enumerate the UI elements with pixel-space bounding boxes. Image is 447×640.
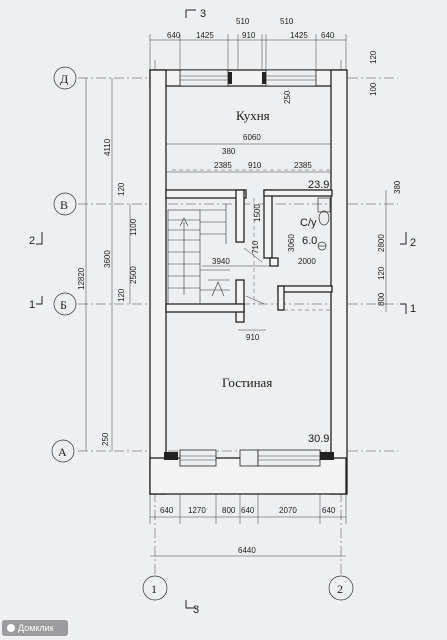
dim-250-north: 250 bbox=[283, 90, 292, 104]
dim-left-2500: 2500 bbox=[129, 266, 138, 284]
left-dimensions: 12820 4110 3600 120 120 250 1100 2500 bbox=[77, 78, 138, 451]
dim-top-right-1: 120 bbox=[369, 50, 378, 64]
hidden-lines bbox=[172, 169, 330, 311]
interior-walls bbox=[165, 189, 333, 323]
axis-b: Б bbox=[60, 298, 67, 312]
dim-mid-2385-right: 2385 bbox=[294, 161, 312, 170]
domclick-logo-icon bbox=[7, 624, 15, 632]
dim-left-120-bot: 120 bbox=[117, 288, 126, 302]
axis-v: В bbox=[60, 198, 68, 212]
dim-bottom-1: 640 bbox=[160, 506, 174, 515]
dim-right-800: 800 bbox=[377, 292, 386, 306]
section-left-2: 2 bbox=[29, 235, 35, 247]
south-windows bbox=[164, 449, 334, 467]
dim-top-5: 510 bbox=[280, 17, 294, 26]
living-room-label: Гостиная bbox=[222, 375, 272, 390]
right-dimensions: 380 2800 120 800 bbox=[377, 180, 402, 312]
dim-910-lower: 910 bbox=[246, 333, 260, 342]
dim-left-120-top: 120 bbox=[117, 182, 126, 196]
dim-right-380: 380 bbox=[393, 180, 402, 194]
watermark-text: Домклик bbox=[18, 623, 54, 633]
dim-top-3: 510 bbox=[236, 17, 250, 26]
dim-overall-width: 6440 bbox=[238, 546, 256, 555]
dim-mid-2385-left: 2385 bbox=[214, 161, 232, 170]
dim-3940: 3940 bbox=[212, 257, 230, 266]
section-right-1: 1 bbox=[410, 303, 416, 315]
staircase bbox=[167, 204, 230, 305]
west-wall bbox=[149, 69, 167, 495]
dim-1500: 1500 bbox=[253, 204, 262, 222]
section-bottom-number: 3 bbox=[193, 604, 199, 616]
dim-right-120: 120 bbox=[377, 266, 386, 280]
dim-left-1100: 1100 bbox=[129, 218, 138, 236]
section-top-number: 3 bbox=[200, 8, 206, 20]
bathroom-fixtures bbox=[317, 197, 331, 251]
dim-bottom-2: 1270 bbox=[188, 506, 206, 515]
axis-a: А bbox=[58, 445, 67, 459]
axis-2: 2 bbox=[337, 582, 343, 596]
interior-dimensions: 1500 3060 710 2000 3940 910 bbox=[202, 204, 316, 342]
axis-bubbles: Д В Б А 1 2 bbox=[51, 66, 354, 601]
dim-bottom-3: 800 bbox=[222, 506, 236, 515]
section-marks bbox=[36, 9, 407, 609]
dim-right-2800: 2800 bbox=[377, 234, 386, 252]
dim-top-right-2: 100 bbox=[369, 82, 378, 96]
dim-left-3600: 3600 bbox=[103, 250, 112, 268]
dim-2000: 2000 bbox=[298, 257, 316, 266]
dim-mid-380: 380 bbox=[222, 147, 236, 156]
dim-3060: 3060 bbox=[287, 234, 296, 252]
top-dimensions: 640 1425 510 910 510 1425 640 120 100 25… bbox=[149, 17, 378, 104]
dim-710: 710 bbox=[251, 240, 260, 254]
axis-1: 1 bbox=[151, 582, 157, 596]
dim-bottom-6: 640 bbox=[322, 506, 336, 515]
north-windows bbox=[179, 69, 317, 87]
dim-top-4: 910 bbox=[242, 31, 256, 40]
section-right-2: 2 bbox=[410, 237, 416, 249]
watermark-badge: Домклик bbox=[2, 620, 68, 636]
room-labels: Кухня 6060 23.9 С/у 6.0 Гостиная 30.9 bbox=[166, 108, 331, 445]
kitchen-label: Кухня bbox=[236, 108, 270, 123]
door-swings bbox=[243, 247, 265, 305]
bathroom-area: 6.0 bbox=[302, 235, 317, 247]
dim-top-2: 1425 bbox=[196, 31, 214, 40]
dim-top-7: 640 bbox=[321, 31, 335, 40]
hall-area: 23.9 bbox=[308, 179, 329, 191]
dim-bottom-5: 2070 bbox=[279, 506, 297, 515]
dim-bottom-4: 640 bbox=[241, 506, 255, 515]
kitchen-width: 6060 bbox=[243, 133, 261, 142]
bottom-dimensions: 640 1270 800 640 2070 640 6440 bbox=[149, 494, 347, 557]
east-wall bbox=[330, 69, 348, 495]
middle-dimensions: 2385 380 910 2385 bbox=[166, 147, 331, 173]
section-left-1: 1 bbox=[29, 299, 35, 311]
axis-d: Д bbox=[60, 72, 68, 86]
dim-mid-910: 910 bbox=[248, 161, 262, 170]
bathroom-label: С/у bbox=[300, 217, 317, 229]
dim-left-12820: 12820 bbox=[77, 267, 86, 290]
dim-left-250: 250 bbox=[101, 432, 110, 446]
dim-top-1: 640 bbox=[167, 31, 181, 40]
living-area: 30.9 bbox=[308, 433, 329, 445]
dim-top-6: 1425 bbox=[290, 31, 308, 40]
dim-left-4110: 4110 bbox=[103, 138, 112, 156]
north-wall bbox=[149, 69, 347, 87]
